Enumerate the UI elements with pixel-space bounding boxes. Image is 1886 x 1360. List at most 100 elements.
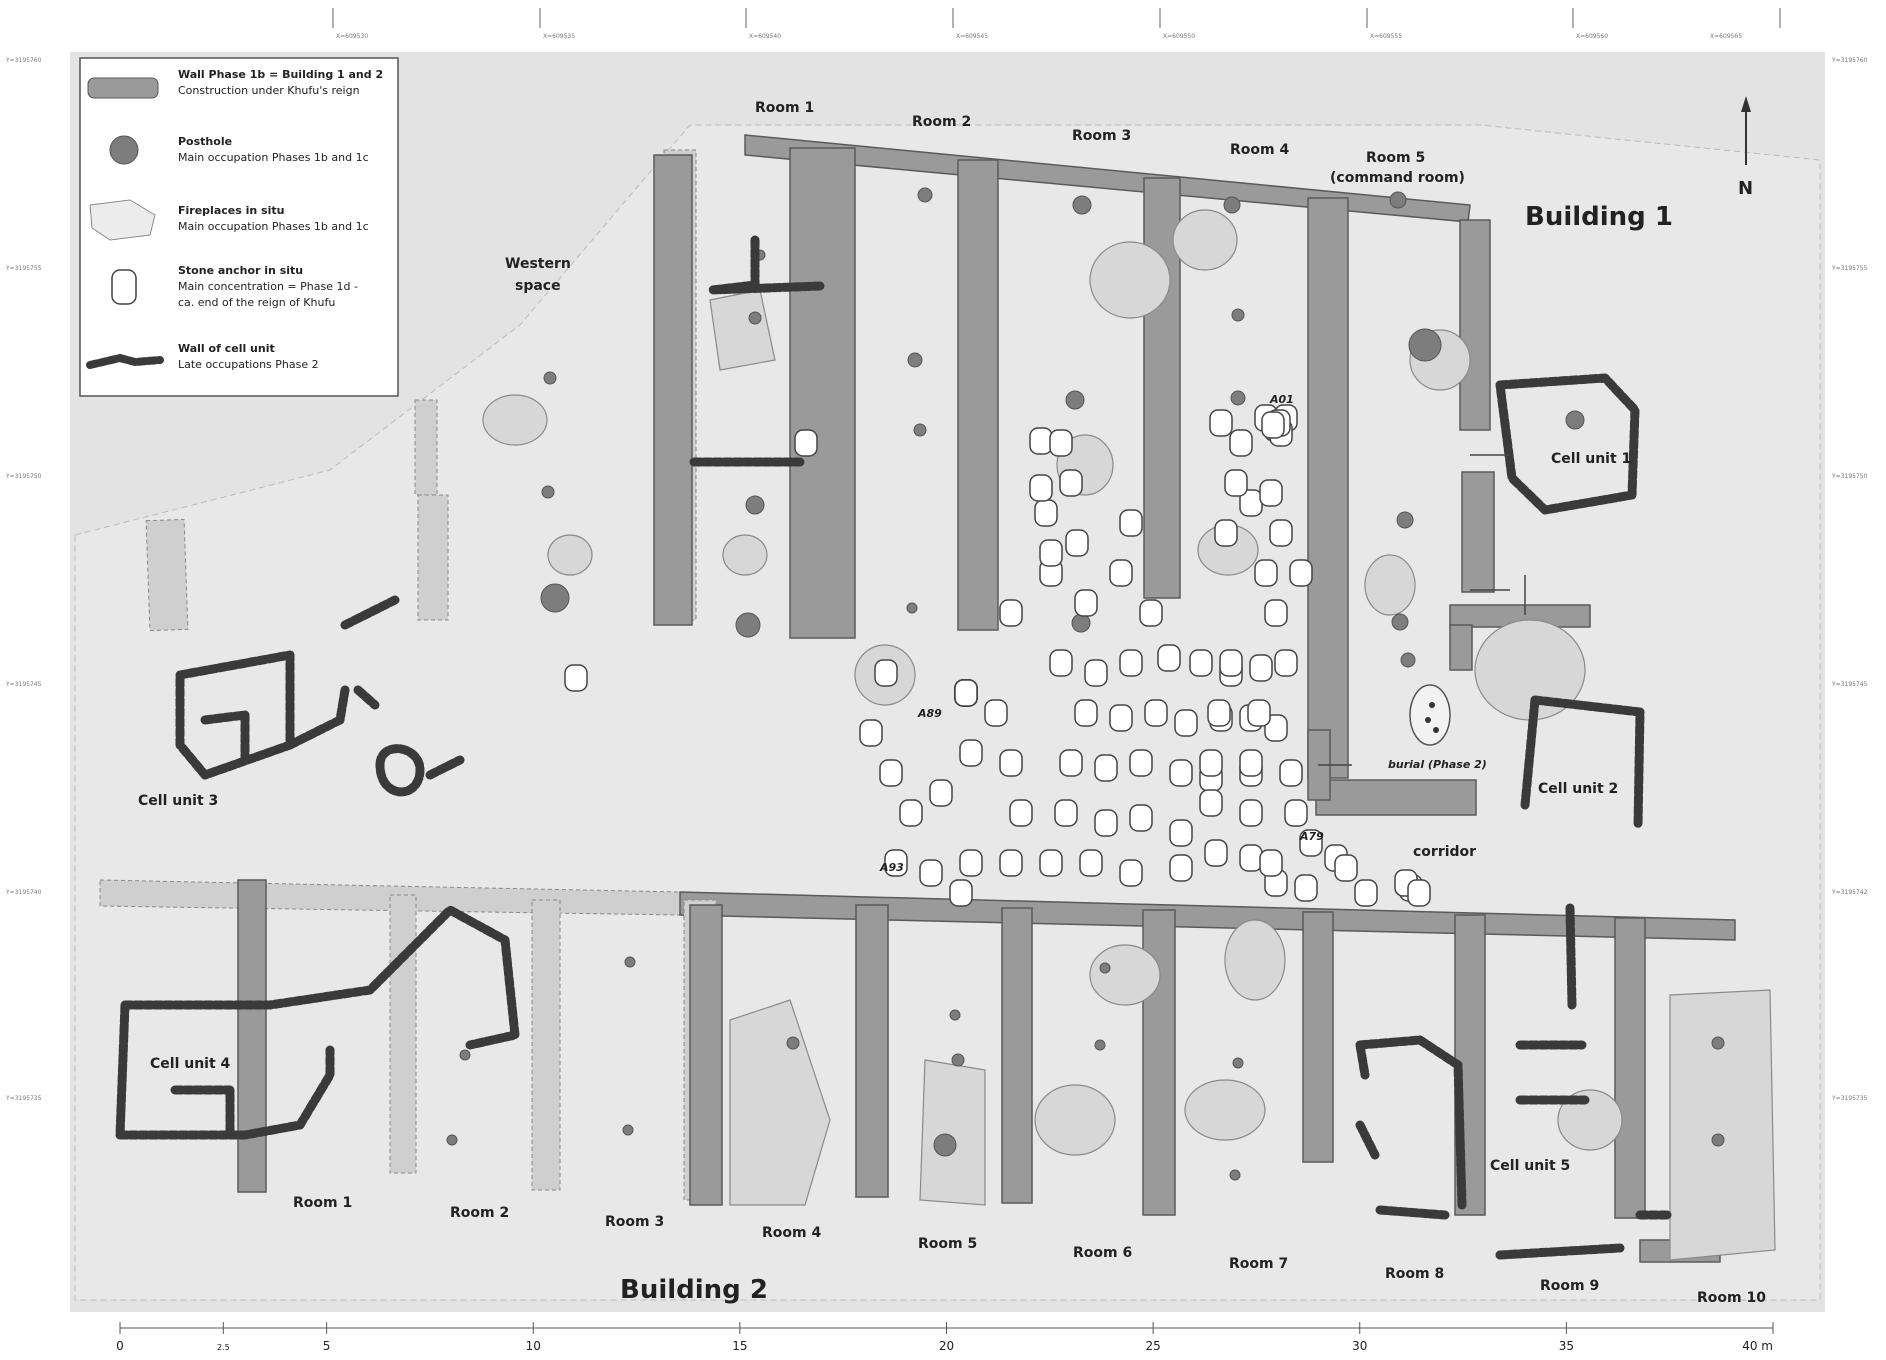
feature-labels: Western space Cell unit 1 Cell unit 2 Ce… bbox=[138, 256, 1631, 1174]
top-coord: X=609540 bbox=[749, 33, 781, 40]
b2-room-9: Room 9 bbox=[1540, 1278, 1599, 1294]
b2-room-8: Room 8 bbox=[1385, 1266, 1444, 1282]
right-grid-labels: Y=3195760 Y=3195755 Y=3195750 Y=3195745 … bbox=[1831, 57, 1868, 1102]
posthole-icon bbox=[109, 135, 139, 165]
left-grid-labels: Y=3195760 Y=3195755 Y=3195750 Y=3195745 … bbox=[5, 57, 42, 1102]
scale-tick-label: 20 bbox=[939, 1339, 954, 1353]
legend-desc-cell: Late occupations Phase 2 bbox=[178, 358, 319, 371]
building1-title: Building 1 bbox=[1525, 202, 1673, 232]
building1-walls bbox=[653, 134, 1591, 816]
right-coord: Y=3195735 bbox=[1831, 1095, 1868, 1102]
cell-unit-1-label: Cell unit 1 bbox=[1551, 451, 1631, 467]
b2-room-5: Room 5 bbox=[918, 1236, 977, 1252]
top-grid-labels: X=609530 X=609535 X=609540 X=609545 X=60… bbox=[336, 33, 1742, 40]
anchor-a89-label: A89 bbox=[917, 707, 942, 720]
scale-tick-label: 2.5 bbox=[217, 1343, 230, 1352]
top-coord: X=609545 bbox=[956, 33, 988, 40]
left-coord: Y=3195755 bbox=[5, 265, 42, 272]
fireplaces bbox=[482, 209, 1776, 1261]
cell-unit-3-ring bbox=[375, 744, 465, 797]
anchor-a01-label: A01 bbox=[1269, 393, 1294, 406]
b1-room-2: Room 2 bbox=[912, 114, 971, 130]
left-coord: Y=3195760 bbox=[5, 57, 42, 64]
building2-labels: Building 2 Room 1 Room 2 Room 3 Room 4 R… bbox=[293, 1195, 1766, 1306]
cell-unit-5-label: Cell unit 5 bbox=[1490, 1158, 1570, 1174]
cell-5-extra bbox=[1355, 1120, 1380, 1160]
stone-anchor-icon bbox=[111, 269, 137, 305]
right-coord: Y=3195760 bbox=[1831, 57, 1868, 64]
b1-room-5: Room 5 bbox=[1366, 150, 1425, 166]
cell-unit-3-wall bbox=[175, 595, 400, 780]
scale-bar: 0 2.5 5 10 15 20 25 30 35 40 m bbox=[116, 1322, 1774, 1353]
scale-tick-label: 10 bbox=[526, 1339, 541, 1353]
corridor-arrows bbox=[1318, 454, 1526, 766]
scale-tick-label: 25 bbox=[1145, 1339, 1160, 1353]
building2-title: Building 2 bbox=[620, 1275, 768, 1305]
legend-desc-wall: Construction under Khufu's reign bbox=[178, 84, 360, 97]
legend: Wall Phase 1b = Building 1 and 2 Constru… bbox=[79, 57, 399, 397]
legend-desc-posthole: Main occupation Phases 1b and 1c bbox=[178, 151, 369, 164]
western-space-label-1: Western bbox=[505, 256, 571, 272]
legend-title-anchor: Stone anchor in situ bbox=[178, 264, 303, 277]
top-coord: X=609550 bbox=[1163, 33, 1195, 40]
right-coord: Y=3195755 bbox=[1831, 265, 1868, 272]
stone-anchors bbox=[564, 404, 1431, 907]
legend-title-posthole: Posthole bbox=[178, 135, 232, 148]
cell-unit-walls bbox=[115, 235, 1675, 1260]
north-arrow: N bbox=[1738, 96, 1753, 199]
scale-tick-label: 30 bbox=[1352, 1339, 1367, 1353]
scale-tick-label: 0 bbox=[116, 1339, 124, 1353]
room1-posthole-line bbox=[707, 235, 825, 295]
b1-room-3: Room 3 bbox=[1072, 128, 1131, 144]
right-coord: Y=3195745 bbox=[1831, 681, 1868, 688]
top-grid-ticks bbox=[332, 8, 1781, 28]
top-coord: X=609530 bbox=[336, 33, 368, 40]
north-label: N bbox=[1738, 178, 1753, 199]
fireplace-icon bbox=[89, 199, 156, 241]
legend-title-wall: Wall Phase 1b = Building 1 and 2 bbox=[178, 68, 383, 81]
b2-room-7: Room 7 bbox=[1229, 1256, 1288, 1272]
left-coord: Y=3195745 bbox=[5, 681, 42, 688]
b2-room-10: Room 10 bbox=[1697, 1290, 1766, 1306]
scale-tick-label: 15 bbox=[732, 1339, 747, 1353]
b1-room-1: Room 1 bbox=[755, 100, 814, 116]
cell-unit-2-wall bbox=[1520, 695, 1645, 830]
scale-tick-label: 35 bbox=[1559, 1339, 1574, 1353]
top-coord: X=609560 bbox=[1576, 33, 1608, 40]
left-coord: Y=3195750 bbox=[5, 473, 42, 480]
b1-room-4: Room 4 bbox=[1230, 142, 1289, 158]
anchor-a79-label: A79 bbox=[1299, 830, 1324, 843]
b2-room-2: Room 2 bbox=[450, 1205, 509, 1221]
scale-tick-label: 40 m bbox=[1742, 1339, 1773, 1353]
building1-labels: Building 1 Room 1 Room 2 Room 3 Room 4 R… bbox=[755, 100, 1673, 232]
scale-tick-label: 5 bbox=[323, 1339, 331, 1353]
b1-room-5-sub: (command room) bbox=[1330, 170, 1465, 186]
burial-label: burial (Phase 2) bbox=[1388, 758, 1487, 771]
top-coord: X=609555 bbox=[1370, 33, 1402, 40]
left-coord: Y=3195735 bbox=[5, 1095, 42, 1102]
wall-phase-icon bbox=[87, 77, 159, 99]
legend-title-fireplace: Fireplaces in situ bbox=[178, 204, 284, 217]
anchor-a93-label: A93 bbox=[879, 861, 904, 874]
b2-room-4: Room 4 bbox=[762, 1225, 821, 1241]
cell-unit-1-wall bbox=[1495, 373, 1640, 515]
b2-room-3: Room 3 bbox=[605, 1214, 664, 1230]
cell-unit-4-wall bbox=[115, 905, 520, 1140]
top-coord: X=609535 bbox=[543, 33, 575, 40]
postholes bbox=[446, 187, 1725, 1181]
right-coord: Y=3195750 bbox=[1831, 473, 1868, 480]
legend-desc-fireplace: Main occupation Phases 1b and 1c bbox=[178, 220, 369, 233]
right-coord: Y=3195742 bbox=[1831, 889, 1868, 896]
western-space-label-2: space bbox=[515, 278, 561, 294]
corridor-label: corridor bbox=[1413, 844, 1476, 860]
cell-unit-5-wall bbox=[1355, 903, 1675, 1260]
burial-feature bbox=[1409, 684, 1451, 746]
b2-room-6: Room 6 bbox=[1073, 1245, 1132, 1261]
b2-room-1: Room 1 bbox=[293, 1195, 352, 1211]
left-coord: Y=3195740 bbox=[5, 889, 42, 896]
legend-title-cell: Wall of cell unit bbox=[178, 342, 275, 355]
cell-unit-3-label: Cell unit 3 bbox=[138, 793, 218, 809]
north-arrowhead-icon bbox=[1741, 96, 1751, 112]
legend-desc-anchor-2: ca. end of the reign of Khufu bbox=[178, 296, 335, 309]
